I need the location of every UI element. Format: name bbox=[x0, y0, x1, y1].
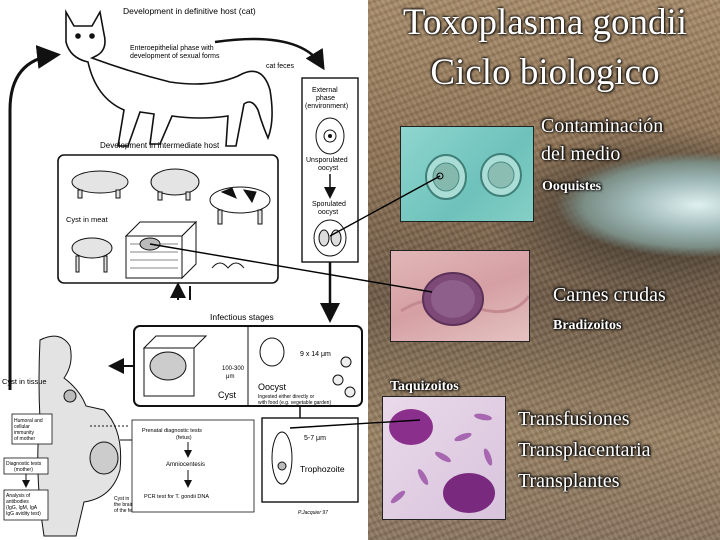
sporulated-label-2: oocyst bbox=[318, 209, 338, 216]
transfusiones-label: Transfusiones bbox=[518, 407, 630, 432]
contaminacion-label-2: del medio bbox=[541, 142, 620, 167]
tissue-cyst-micrograph-drawing bbox=[391, 251, 529, 341]
transplantes-label: Transplantes bbox=[518, 469, 619, 494]
infectious-stages-label: Infectious stages bbox=[210, 312, 274, 322]
contaminacion-label: Contaminación bbox=[541, 114, 663, 139]
external-label-3: (environment) bbox=[305, 103, 348, 110]
pcr-label: PCR test for T. gondii DNA bbox=[144, 494, 209, 500]
external-label: External bbox=[312, 87, 338, 94]
cyst-in-tissue-label: Cyst in tissue bbox=[2, 377, 47, 386]
analysis-label-4: IgG avidity test) bbox=[6, 511, 41, 517]
cyst-label: Cyst bbox=[218, 390, 236, 400]
tachyzoite-micrograph bbox=[382, 396, 506, 520]
prenatal-label-2: (fetus) bbox=[176, 435, 192, 441]
trophozoite-shape bbox=[272, 432, 292, 484]
carnes-crudas-label: Carnes crudas bbox=[553, 283, 666, 308]
title-line-2: Ciclo biologico bbox=[370, 52, 720, 94]
unsporulated-label: Unsporulated bbox=[306, 157, 348, 164]
transplacentaria-label: Transplacentaria bbox=[518, 438, 651, 463]
life-cycle-diagram: Development in definitive host (cat) Ent… bbox=[0, 0, 368, 540]
enteroepithelial-label: Enteroepithelial phase with bbox=[130, 45, 214, 52]
ooquistes-label: Ooquistes bbox=[542, 179, 601, 195]
enteroepithelial-label-2: development of sexual forms bbox=[130, 53, 220, 60]
external-label-2: phase bbox=[316, 95, 335, 102]
bradizoitos-label: Bradizoitos bbox=[553, 318, 621, 334]
oocyst-micrograph-drawing bbox=[401, 127, 533, 221]
cat-illustration bbox=[66, 12, 272, 146]
meat-illustration bbox=[126, 222, 196, 278]
tissue-cyst-micrograph bbox=[390, 250, 530, 342]
cat-to-external-arrow bbox=[215, 39, 322, 66]
taquizoitos-label: Taquizoitos bbox=[390, 379, 459, 395]
trophozoite-label: Trophozoite bbox=[300, 464, 345, 474]
definitive-host-label: Development in definitive host (cat) bbox=[123, 6, 256, 16]
oocyst-micrograph bbox=[400, 126, 534, 222]
oocyst-illustration bbox=[260, 338, 284, 366]
credit-label: P.Jacquier 97 bbox=[298, 510, 328, 516]
cat-feces-label: cat feces bbox=[266, 63, 295, 70]
intermediate-host-label: Development in intermediate host bbox=[100, 141, 220, 150]
unsporulated-label-2: oocyst bbox=[318, 165, 338, 172]
prenatal-label: Prenatal diagnostic tests bbox=[142, 428, 202, 434]
cyst-in-meat-label: Cyst in meat bbox=[66, 215, 109, 224]
amniocentesis-label: Amniocentesis bbox=[166, 462, 205, 468]
oocyst-size-label: 9 x 14 μm bbox=[300, 351, 331, 358]
diagnostic-label-2: (mother) bbox=[14, 467, 33, 473]
cyst-size-unit: μm bbox=[226, 374, 234, 380]
cyst-size-label: 100-300 bbox=[222, 366, 245, 372]
oocyst-ingested-label-2: with food (e.g. vegetable garden) bbox=[258, 400, 331, 406]
humoral-label-4: of mother bbox=[14, 436, 35, 442]
title-line-1: Toxoplasma gondii bbox=[370, 2, 720, 44]
oocyst-label: Oocyst bbox=[258, 382, 287, 392]
sporulated-label: Sporulated bbox=[312, 201, 346, 208]
troph-size-label: 5-7 μm bbox=[304, 435, 326, 442]
fetus-illustration bbox=[90, 442, 118, 474]
tachyzoite-micrograph-drawing bbox=[383, 397, 505, 519]
